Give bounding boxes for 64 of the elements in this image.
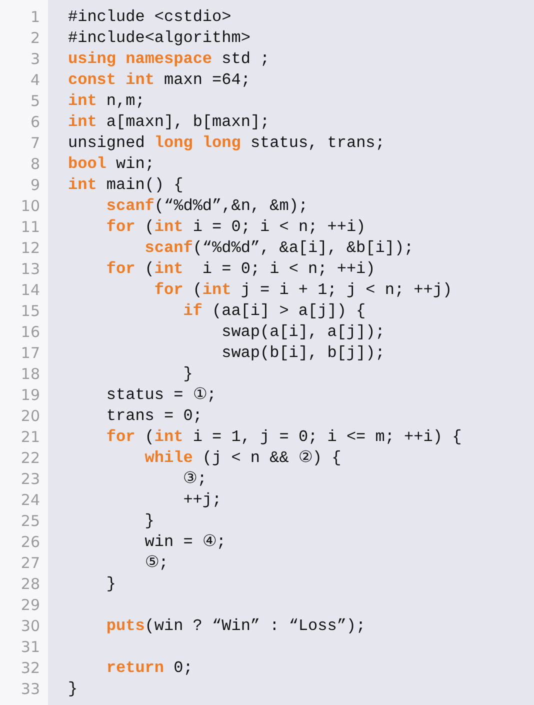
- code-line: }: [106, 574, 116, 595]
- line-number: 19: [20, 385, 40, 406]
- code-line: trans = 0;: [106, 406, 202, 427]
- code-line: }: [68, 679, 78, 700]
- line-number: 10: [20, 196, 40, 217]
- line-number: 1: [29, 7, 40, 28]
- code-line: swap(a[i], a[j]);: [222, 322, 385, 343]
- code-line: ++j;: [183, 490, 222, 511]
- code-line: swap(b[i], b[j]);: [222, 343, 385, 364]
- code-line: }: [144, 511, 154, 532]
- code-line: ⑤;: [144, 553, 168, 574]
- code-line: const int maxn =64;: [68, 70, 250, 91]
- line-number: 9: [29, 175, 40, 196]
- code-line: }: [183, 364, 193, 385]
- code-line: if (aa[i] > a[j]) {: [183, 301, 366, 322]
- code-line: int a[maxn], b[maxn];: [68, 112, 270, 133]
- line-number: 21: [20, 427, 40, 448]
- code-line: puts(win ? “Win” : “Loss”);: [106, 616, 366, 637]
- line-number: 5: [29, 91, 40, 112]
- line-number: 6: [29, 112, 40, 133]
- code-line: ③;: [183, 469, 207, 490]
- line-number: 29: [20, 595, 40, 616]
- line-number: 7: [29, 133, 40, 154]
- code-line: int n,m;: [68, 91, 145, 112]
- line-number: 2: [29, 28, 40, 49]
- line-number: 25: [20, 511, 40, 532]
- line-number: 8: [29, 154, 40, 175]
- line-number: 17: [20, 343, 40, 364]
- code-line: #include<algorithm>: [68, 28, 250, 49]
- code-line: return 0;: [106, 658, 193, 679]
- line-number: 4: [29, 70, 40, 91]
- line-number: 23: [20, 469, 40, 490]
- line-number: 24: [20, 490, 40, 511]
- line-number: 22: [20, 448, 40, 469]
- code-line: win = ④;: [144, 532, 226, 553]
- line-number: 12: [20, 238, 40, 259]
- line-number: 27: [20, 553, 40, 574]
- code-line: for (int i = 1, j = 0; i <= m; ++i) {: [106, 427, 462, 448]
- code-line: using namespace std ;: [68, 49, 270, 70]
- line-number: 20: [20, 406, 40, 427]
- code-line: for (int i = 0; i < n; ++i): [106, 259, 376, 280]
- code-line: scanf(“%d%d”,&n, &m);: [106, 196, 308, 217]
- code-line: status = ①;: [106, 385, 216, 406]
- line-number: 3: [29, 49, 40, 70]
- line-number: 13: [20, 259, 40, 280]
- code-line: for (int i = 0; i < n; ++i): [106, 217, 366, 238]
- code-line: int main() {: [68, 175, 184, 196]
- code-line: while (j < n && ②) {: [144, 448, 342, 469]
- code-line: bool win;: [68, 154, 154, 175]
- code-line: for (int j = i + 1; j < n; ++j): [154, 280, 452, 301]
- line-number: 28: [20, 574, 40, 595]
- code-line: scanf(“%d%d”, &a[i], &b[i]);: [144, 238, 414, 259]
- code-line: #include <cstdio>: [68, 7, 232, 28]
- line-number: 18: [20, 364, 40, 385]
- line-number: 15: [20, 301, 40, 322]
- line-number: 33: [20, 679, 40, 700]
- line-number: 31: [20, 637, 40, 658]
- line-number: 32: [20, 658, 40, 679]
- code-line: unsigned long long status, trans;: [68, 133, 385, 154]
- line-number: 26: [20, 532, 40, 553]
- line-number: 16: [20, 322, 40, 343]
- line-number: 14: [20, 280, 40, 301]
- line-number: 30: [20, 616, 40, 637]
- line-number: 11: [20, 217, 40, 238]
